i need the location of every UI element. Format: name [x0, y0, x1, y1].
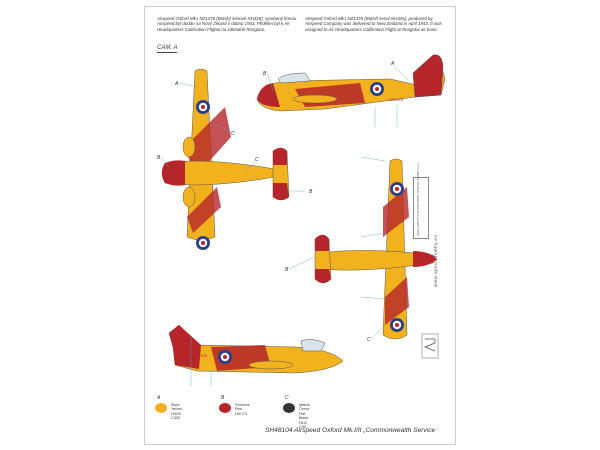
decal-sheet: Airspeed Oxford Mk.I NZ1376 (Britský sér… [144, 6, 456, 445]
swatch-black [283, 403, 295, 413]
legend-czech: Žlutá [171, 403, 180, 407]
description-czech: Airspeed Oxford Mk.I NZ1376 (Britský sér… [157, 16, 297, 32]
callout-b: B [285, 267, 289, 273]
legend-czech: Červená [235, 403, 250, 407]
roundel-icon [218, 350, 232, 364]
legend-code: H4/ C3 [235, 411, 247, 416]
special-hobby-logo [421, 333, 439, 359]
footer-title: SH48104 Airspeed Oxford Mk.I/II „Commonw… [265, 427, 436, 434]
description-english: Airspeed Oxford Mk.I NZ1376 (British ser… [305, 16, 442, 32]
legend-english: Red [235, 407, 242, 412]
aircraft-drawings: NZ1376 [157, 54, 446, 387]
section-label: CAM. A [157, 45, 178, 53]
stamp-box: NÁKLADOVÝ SYSTÉM FIRMY SPECIAL HOBBY s.r… [413, 162, 429, 239]
leader-lines [160, 66, 408, 387]
callout-b: B [263, 71, 267, 77]
legend-code: H329/ C329 [171, 411, 182, 421]
callout-a: A [390, 61, 395, 67]
serial-side: NZ1376 [389, 97, 404, 102]
legend-letter: B [221, 395, 225, 401]
roundel-icon [390, 182, 404, 196]
legend-letter: A [157, 395, 161, 401]
swatch-yellow [155, 403, 167, 413]
side-view-left-profile: NZ1376 [168, 324, 344, 374]
roundel-icon [370, 82, 384, 96]
side-view-right-profile: NZ1376 [256, 54, 446, 112]
callout-b: B [309, 189, 313, 195]
serial-side: NZ1376 [193, 353, 208, 358]
callout-c: C [231, 131, 235, 137]
callout-c: C [367, 337, 371, 343]
callout-c: C [255, 157, 259, 163]
legend-letter: C [285, 395, 289, 401]
legend-english: Flat Black [299, 411, 309, 421]
roundel-icon [390, 318, 404, 332]
legend-code: H12/ C33 [299, 420, 308, 430]
roundel-icon [196, 236, 210, 250]
callout-a: A [174, 81, 179, 87]
swatch-red [219, 403, 231, 413]
callout-b: B [157, 155, 161, 161]
top-view-plane [161, 68, 290, 250]
legend-english: Yellow [171, 407, 182, 412]
bottom-view-plane [314, 158, 437, 340]
legend-czech: Matná Černá [299, 403, 310, 412]
roundel-icon [196, 100, 210, 114]
